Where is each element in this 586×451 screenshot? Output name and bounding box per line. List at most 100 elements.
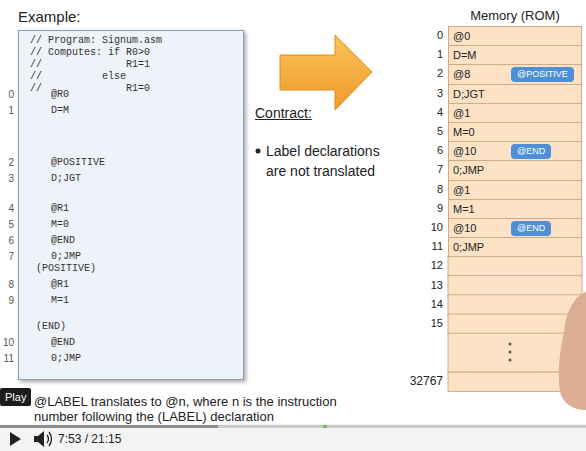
label-tag: @POSITIVE xyxy=(511,67,574,82)
address-number: 11 xyxy=(416,240,443,253)
label-tag: @END xyxy=(511,221,551,236)
address-number: 1 xyxy=(416,48,443,61)
line-number: 4 xyxy=(0,203,14,215)
play-icon xyxy=(10,432,21,446)
instruction-text: @1 xyxy=(453,104,470,122)
instruction-text: @10 xyxy=(453,142,476,160)
instruction-text: 0;JMP xyxy=(453,238,484,256)
memory-cell: 0;JMP xyxy=(448,160,582,180)
line-number: 9 xyxy=(0,295,14,307)
bullet-text: Label declarations are not translated xyxy=(266,141,398,181)
memory-table: Memory (ROM)@0D=M@8@POSITIVED;JGT@1M=0@1… xyxy=(448,8,582,392)
progress-played xyxy=(0,425,218,428)
memory-cell-empty xyxy=(448,276,582,296)
volume-icon xyxy=(38,431,44,447)
code-line: D=M xyxy=(51,105,69,117)
tag-text: @POSITIVE xyxy=(517,67,568,82)
memory-cell-empty xyxy=(448,314,582,334)
address-number: 14 xyxy=(416,298,443,311)
instruction-text: @10 xyxy=(453,219,476,237)
memory-cell: M=1 xyxy=(448,199,582,219)
video-time: 7:53 / 21:15 xyxy=(58,432,121,446)
memory-cell: @1 xyxy=(448,103,582,123)
code-line: @END xyxy=(51,235,75,247)
code-line: 0;JMP xyxy=(51,251,81,263)
code-box: // Program: Signum.asm// Computes: if R0… xyxy=(18,30,244,380)
code-line: @R1 xyxy=(51,279,69,291)
line-number: 10 xyxy=(0,337,14,349)
memory-cell: @10 @END xyxy=(448,218,582,238)
volume-icon xyxy=(34,436,38,442)
code-line: M=0 xyxy=(51,219,69,231)
instruction-text: D;JGT xyxy=(453,85,485,103)
instruction-text: 0;JMP xyxy=(453,161,484,179)
address-number: 7 xyxy=(416,163,443,176)
section-heading: Contract: xyxy=(255,104,312,122)
memory-heading: Memory (ROM) xyxy=(448,8,582,24)
line-number: 0 xyxy=(0,89,14,101)
memory-cell-empty xyxy=(448,295,582,315)
memory-cell: @10 @END xyxy=(448,141,582,161)
line-number: 8 xyxy=(0,279,14,291)
code-line: M=1 xyxy=(51,295,69,307)
tag-text: @END xyxy=(517,144,545,159)
code-comment: // else xyxy=(30,71,126,83)
instruction-text: @0 xyxy=(453,27,470,45)
code-line: @POSITIVE xyxy=(51,157,105,169)
presenter-hand xyxy=(559,292,586,410)
tooltip-text: Play xyxy=(5,390,26,404)
volume-waves xyxy=(47,432,52,446)
code-line: (END) xyxy=(36,321,66,333)
address-number: 10 xyxy=(416,221,443,234)
label-tag: @END xyxy=(511,144,551,159)
instruction-text: M=0 xyxy=(453,123,475,141)
address-number: 9 xyxy=(416,202,443,215)
address-number: 5 xyxy=(416,125,443,138)
code-line: D;JGT xyxy=(51,173,81,185)
code-comment: // Program: Signum.asm xyxy=(30,35,162,47)
code-comment: // R1=0 xyxy=(30,83,150,95)
code-line: (POSITIVE) xyxy=(36,263,96,275)
code-line: @R0 xyxy=(51,89,69,101)
address-number: 4 xyxy=(416,106,443,119)
instruction-text: M=1 xyxy=(453,200,475,218)
ellipsis-dot xyxy=(509,343,512,346)
address-number: 8 xyxy=(416,183,443,196)
player-bar xyxy=(0,424,586,451)
memory-cell: @1 xyxy=(448,180,582,200)
line-number: 11 xyxy=(0,353,14,365)
big-arrow xyxy=(280,35,372,110)
tooltip: Play xyxy=(0,388,31,406)
instruction-text: D=M xyxy=(453,46,477,64)
progress-marker xyxy=(323,425,327,428)
address-number: 2 xyxy=(416,67,443,80)
code-comment: // R1=1 xyxy=(30,59,150,71)
line-number: 7 xyxy=(0,251,14,263)
bullet-dot xyxy=(256,149,261,154)
address-number: 3 xyxy=(416,87,443,100)
tag-text: @END xyxy=(517,221,545,236)
memory-cell: @0 xyxy=(448,26,582,46)
progress-track xyxy=(0,425,586,428)
address-number: 15 xyxy=(416,317,443,330)
line-number: 1 xyxy=(0,105,14,117)
code-line: @R1 xyxy=(51,203,69,215)
memory-cell: 0;JMP xyxy=(448,237,582,257)
code-line: 0;JMP xyxy=(51,353,81,365)
memory-cell-empty xyxy=(448,256,582,276)
code-comment: // Computes: if R0>0 xyxy=(30,47,150,59)
instruction-text: @8 xyxy=(453,65,470,83)
ellipsis-dot xyxy=(509,351,512,354)
memory-cell: @8 @POSITIVE xyxy=(448,64,582,84)
slide-title: Example: xyxy=(18,8,81,26)
code-line: @END xyxy=(51,337,75,349)
slide-caption: @LABEL translates to @n, where n is the … xyxy=(34,394,379,424)
memory-cell: D;JGT xyxy=(448,84,582,104)
memory-cell: D=M xyxy=(448,45,582,65)
line-number: 2 xyxy=(0,157,14,169)
line-number: 6 xyxy=(0,235,14,247)
line-number: 3 xyxy=(0,173,14,185)
memory-cell: M=0 xyxy=(448,122,582,142)
instruction-text: @1 xyxy=(453,181,470,199)
address-number: 6 xyxy=(416,144,443,157)
